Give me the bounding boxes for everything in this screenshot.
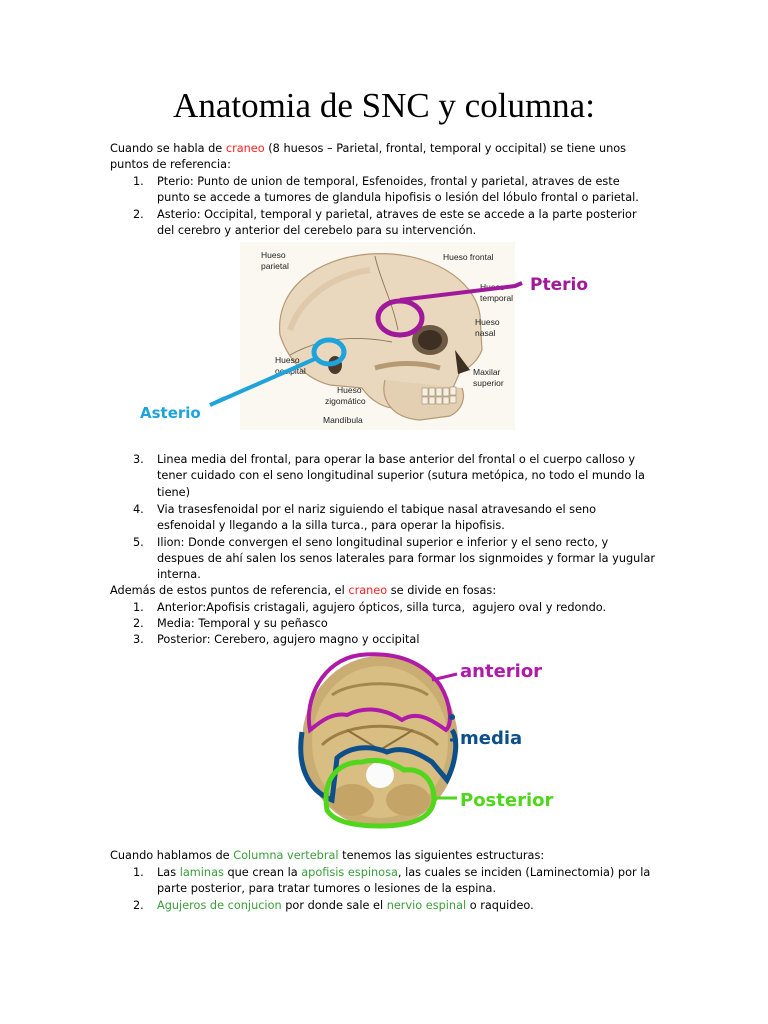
list-item-linea-l1: Linea media del frontal, para operar la … [157,453,636,466]
columna-intro: Cuando hablamos de Columna vertebral ten… [110,848,544,864]
fosa-posterior: Posterior: Cerebero, agujero magno y occ… [157,633,420,646]
text: o raquideo. [466,899,534,912]
list-number: 1. [133,866,144,879]
list-item-asterio-l2: del cerebro y anterior del cerebelo para… [157,224,477,237]
fosas-intro-text-cont: se divide en fosas: [387,584,497,597]
label-nasal: Hueso [475,317,500,327]
label-frontal: Hueso frontal [443,252,494,262]
intro-text: Cuando se habla de [110,142,226,155]
fosas-intro: Además de estos puntos de referencia, el… [110,583,496,599]
skull-figure: Hueso parietal Hueso frontal Hueso tempo… [130,240,630,435]
craneo-intro-line1: Cuando se habla de craneo (8 huesos – Pa… [110,141,626,157]
posterior-annotation: Posterior [460,790,553,811]
cranial-fossae-figure: anterior media Posterior [292,650,582,832]
list-number: 3. [133,453,144,466]
text: , las cuales se inciden (Laminectomia) p… [397,866,651,879]
columna-item-agujeros: Agujeros de conjucion por donde sale el … [157,898,534,914]
list-number: 4. [133,503,144,516]
fosas-intro-text: Además de estos puntos de referencia, el [110,584,349,597]
asterio-annotation: Asterio [140,404,201,422]
list-item-pterio-l2: punto se accede a tumores de glandula hi… [157,191,639,204]
fosa-media: Media: Temporal y su peñasco [157,617,328,630]
label-nasal-2: nasal [475,328,495,338]
list-item-ilion-l1: Ilion: Donde convergen el seno longitudi… [157,536,609,549]
anterior-annotation: anterior [460,661,542,682]
list-number: 5. [133,536,144,549]
list-item-asterio-l1: Asterio: Occipital, temporal y parietal,… [157,208,637,221]
columna-item-laminas-l2: parte posterior, para tratar tumores o l… [157,882,497,895]
columna-intro-text: Cuando hablamos de [110,849,234,862]
laminas-highlight: laminas [179,866,224,879]
list-item-linea-l3: tiene) [157,486,191,499]
label-zigomatico-2: zigomático [325,396,366,406]
columna-item-laminas: Las laminas que crean la apofisis espino… [157,865,650,881]
label-parietal: Hueso [261,250,286,260]
craneo-highlight: craneo [348,584,388,597]
list-item-via-l2: esfenoidal y llegando a la silla turca.,… [157,519,505,532]
craneo-intro-line2: puntos de referencia: [110,158,231,171]
text: que crean la [223,866,302,879]
list-number: 2. [133,899,144,912]
list-number: 2. [133,617,144,630]
columna-intro-text-cont: tenemos las siguientes estructuras: [338,849,545,862]
skull-illustration: Hueso parietal Hueso frontal Hueso tempo… [140,242,588,430]
label-occipital: Hueso [275,355,300,365]
list-number: 1. [133,601,144,614]
label-parietal-2: parietal [261,261,289,271]
list-number: 2. [133,208,144,221]
label-zigomatico: Hueso [337,385,362,395]
columna-highlight: Columna vertebral [233,849,339,862]
list-number: 3. [133,633,144,646]
list-item-ilion-l2: despues de ahí salen los senos laterales… [157,552,656,565]
list-item-pterio-l1: Pterio: Punto de union de temporal, Esfe… [157,175,620,188]
craneo-highlight: craneo [225,142,265,155]
text: por donde sale el [281,899,387,912]
media-annotation: media [460,728,522,749]
agujeros-highlight: Agujeros de conjucion [157,899,282,912]
label-maxilar: Maxilar [473,367,501,377]
text: Las [157,866,180,879]
nervio-highlight: nervio espinal [386,899,467,912]
list-item-linea-l2: tener cuidado con el seno longitudinal s… [157,469,645,482]
cranial-base-illustration: anterior media Posterior [294,650,553,832]
page-title: Anatomia de SNC y columna: [173,86,595,125]
list-number: 1. [133,175,144,188]
label-temporal-2: temporal [480,293,513,303]
list-item-ilion-l3: interna. [157,568,201,581]
intro-text-cont: (8 huesos – Parietal, frontal, temporal … [264,142,627,155]
list-item-via-l1: Via trasesfenoidal por el nariz siguiend… [157,503,597,516]
label-maxilar-2: superior [473,378,504,388]
fosa-anterior: Anterior:Apofisis cristagali, agujero óp… [157,601,607,614]
apofisis-highlight: apofisis espinosa [301,866,398,879]
pterio-annotation: Pterio [530,275,588,295]
label-mandibula: Mandíbula [323,415,363,425]
